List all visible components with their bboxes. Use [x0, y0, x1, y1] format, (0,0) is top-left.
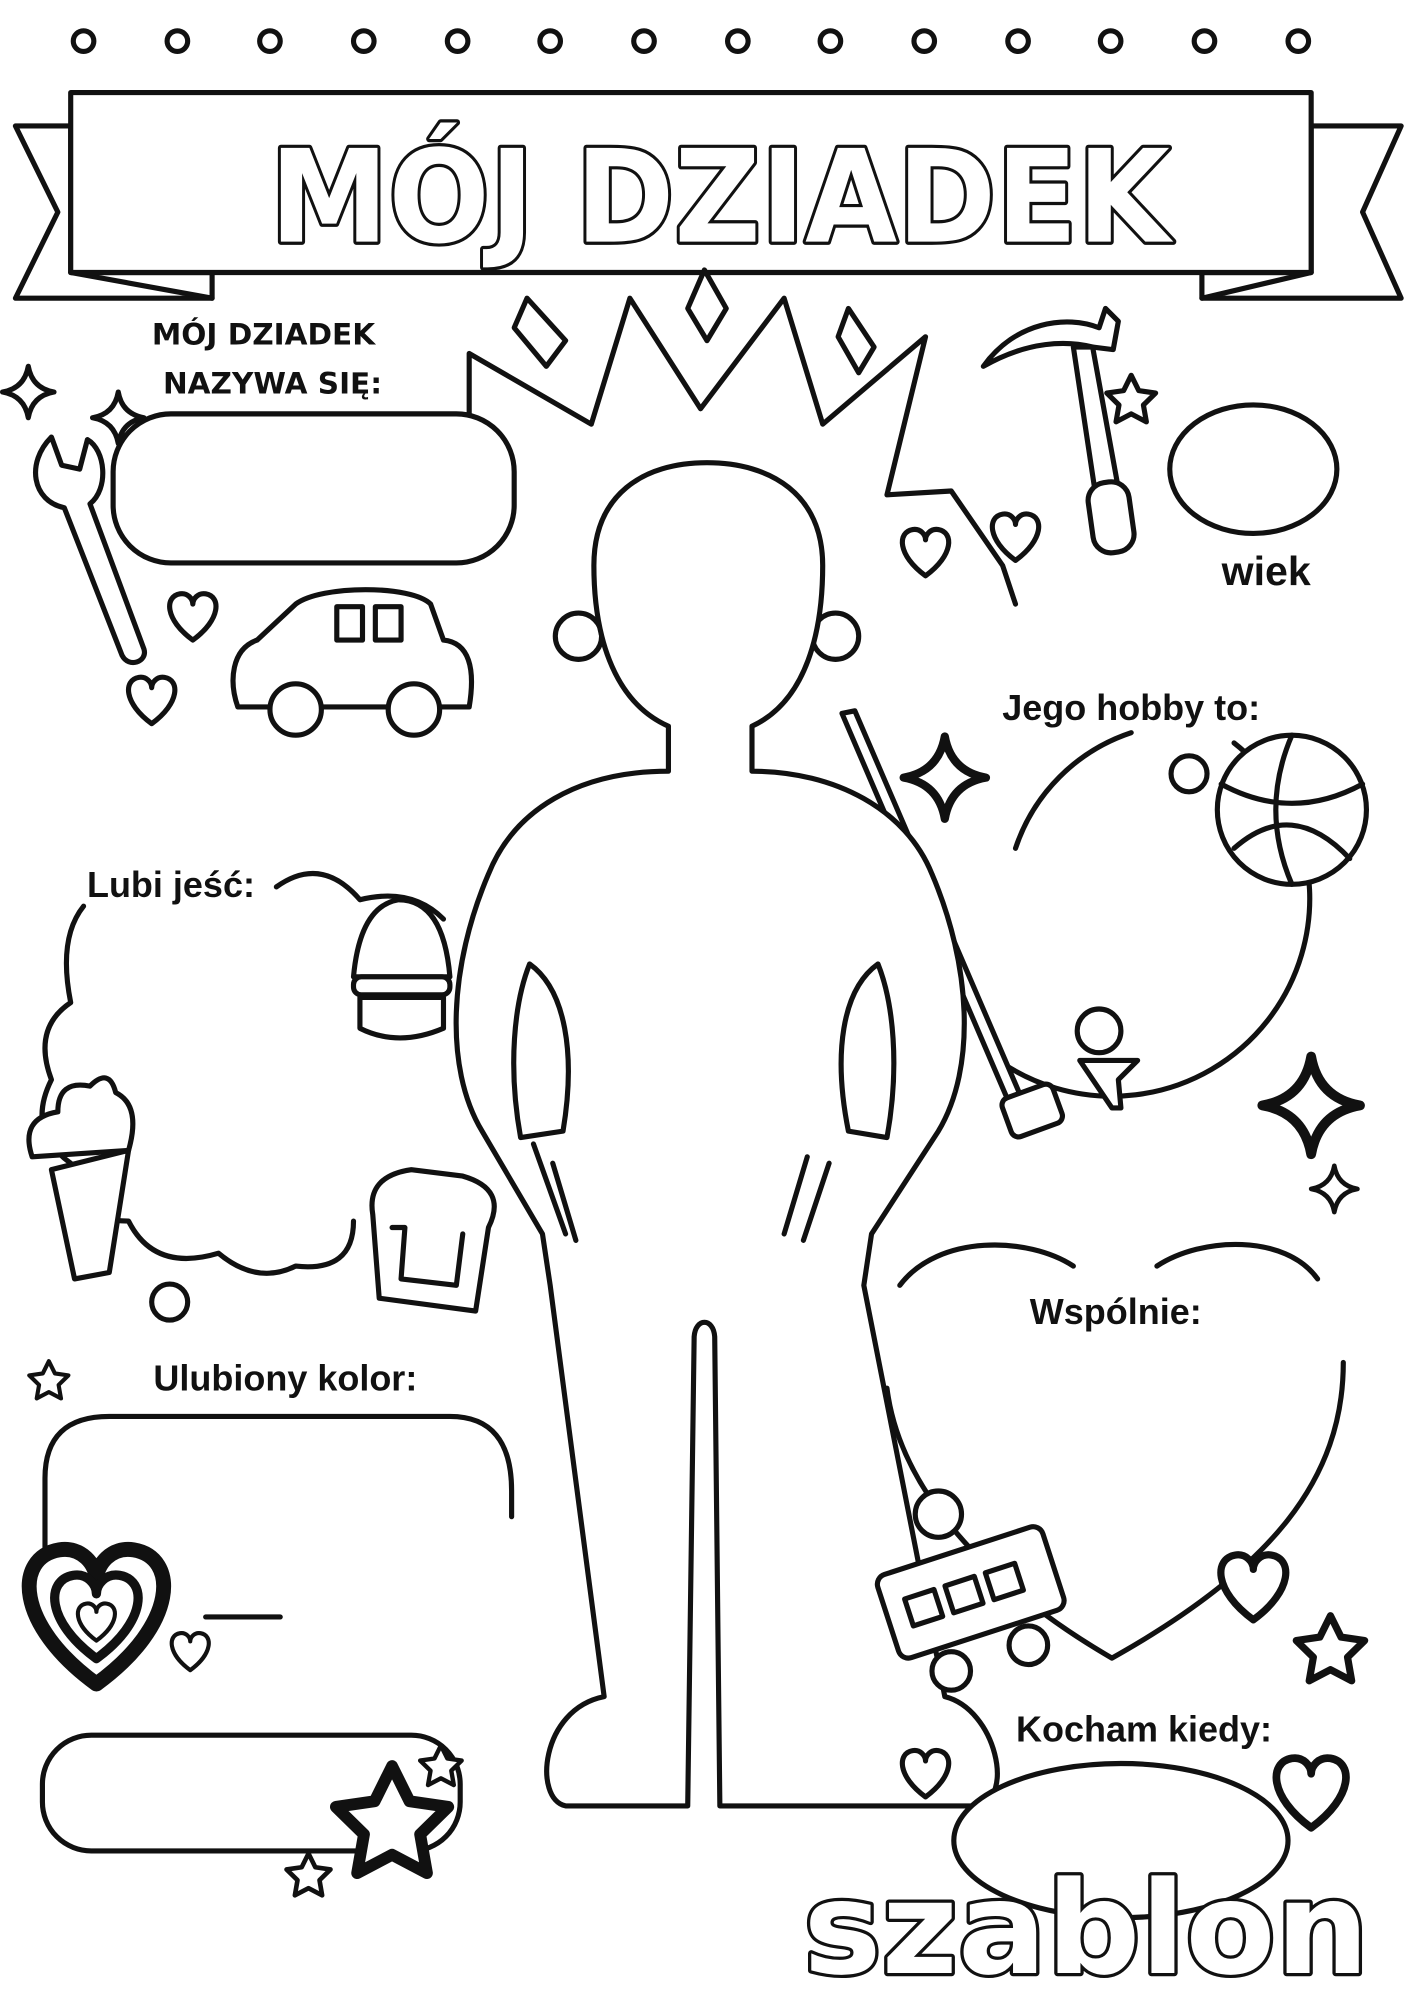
- circle-decoration: [149, 1281, 191, 1323]
- name-label-line1: MÓJ DZIADEK: [152, 315, 376, 351]
- bread-icon: [369, 1167, 497, 1314]
- sparkle-icon: [1262, 1057, 1360, 1155]
- heart-icon: [1221, 1555, 1286, 1620]
- heart-icon: [1276, 1758, 1346, 1828]
- love-oval[interactable]: [951, 1760, 1291, 1921]
- sparkle-icon: [904, 737, 986, 819]
- heart-icon: [172, 1633, 209, 1670]
- heart-icon: [129, 677, 175, 723]
- page-title: MÓJ DZIADEK: [270, 123, 1174, 273]
- bus-icon: [874, 1488, 1067, 1693]
- wrench-icon: [33, 434, 147, 666]
- heart-icon: [902, 529, 948, 575]
- age-label: wiek: [1221, 548, 1311, 594]
- car-icon: [230, 587, 475, 738]
- age-oval[interactable]: [1167, 402, 1340, 536]
- grandpa-figure-outline: [453, 460, 1000, 1809]
- name-box[interactable]: [110, 411, 517, 566]
- diamond-shape: [835, 305, 877, 376]
- food-label: Lubi jeść:: [87, 864, 255, 905]
- sparkle-icon: [3, 366, 54, 417]
- burger-icon: [350, 897, 453, 1041]
- star-icon: [1107, 375, 1156, 422]
- template-watermark: szablon: [803, 1855, 1369, 2000]
- together-label: Wspólnie:: [1030, 1291, 1202, 1332]
- diamond-shape: [511, 295, 569, 369]
- heart-icon: [992, 514, 1038, 560]
- basketball-icon: [1214, 732, 1370, 887]
- starburst-outline: [466, 295, 1019, 607]
- star-icon: [29, 1361, 68, 1398]
- name-label-line2: NAZYWA SIĘ:: [163, 366, 382, 400]
- diamond-shape: [685, 267, 729, 344]
- together-heart[interactable]: [884, 1241, 1346, 1661]
- hobby-label: Jego hobby to:: [1002, 687, 1260, 728]
- sparkle-icon: [1311, 1166, 1357, 1212]
- color-label: Ulubiony kolor:: [153, 1358, 417, 1399]
- ice-cream-icon: [26, 1075, 136, 1282]
- decorative-dots-row: [70, 28, 1312, 54]
- star-icon: [1296, 1616, 1364, 1681]
- heart-icon: [170, 594, 216, 640]
- title-banner: MÓJ DZIADEK: [12, 89, 1404, 301]
- love-label: Kocham kiedy:: [1016, 1709, 1272, 1750]
- hammer-icon: [980, 305, 1137, 556]
- star-icon: [287, 1853, 331, 1895]
- circle-decoration: [1168, 753, 1210, 795]
- color-box[interactable]: [42, 1413, 515, 1597]
